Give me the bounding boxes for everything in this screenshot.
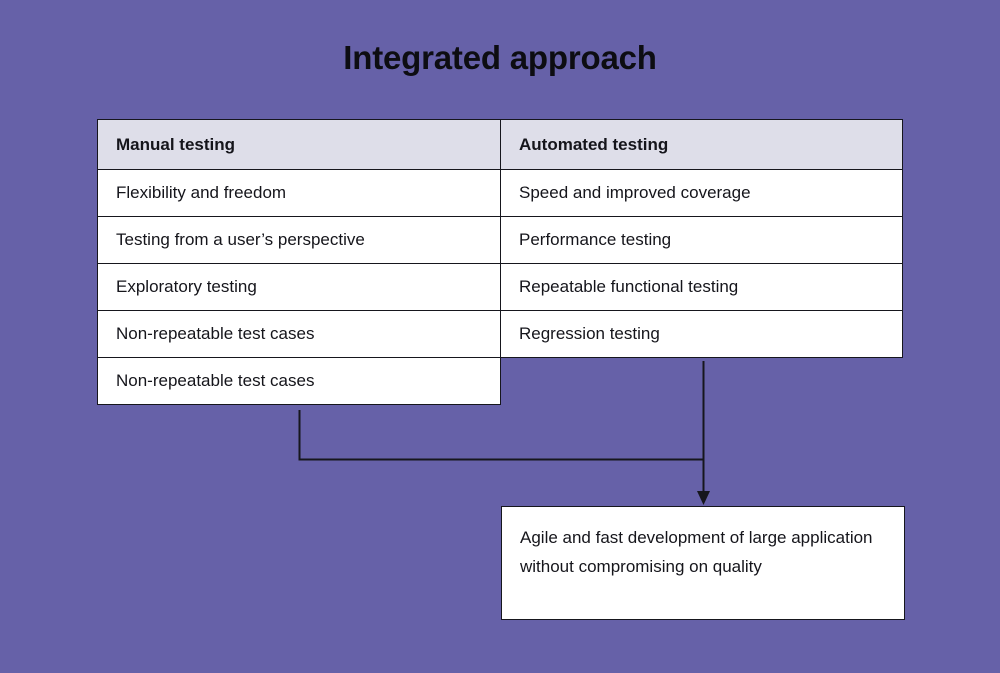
column-header-automated: Automated testing	[500, 119, 903, 170]
comparison-table: Manual testing Automated testing Flexibi…	[97, 119, 903, 405]
cell-manual-3: Exploratory testing	[97, 263, 501, 311]
table-row: Flexibility and freedom Speed and improv…	[97, 169, 903, 217]
table-row: Exploratory testing Repeatable functiona…	[97, 263, 903, 311]
table-row: Testing from a user’s perspective Perfor…	[97, 216, 903, 264]
cell-manual-5: Non-repeatable test cases	[97, 357, 501, 405]
manual-column-connector	[298, 410, 704, 461]
table-header-row: Manual testing Automated testing	[97, 119, 903, 170]
arrowhead-down-icon	[697, 491, 710, 505]
column-header-manual: Manual testing	[97, 119, 501, 170]
table-row: Non-repeatable test cases	[97, 357, 903, 405]
cell-automated-3: Repeatable functional testing	[500, 263, 903, 311]
cell-automated-2: Performance testing	[500, 216, 903, 264]
outcome-box: Agile and fast development of large appl…	[501, 506, 905, 620]
cell-automated-5-empty	[500, 357, 903, 405]
page-title: Integrated approach	[343, 39, 657, 76]
cell-automated-4: Regression testing	[500, 310, 903, 358]
cell-manual-2: Testing from a user’s perspective	[97, 216, 501, 264]
cell-automated-1: Speed and improved coverage	[500, 169, 903, 217]
cell-manual-4: Non-repeatable test cases	[97, 310, 501, 358]
table-row: Non-repeatable test cases Regression tes…	[97, 310, 903, 358]
cell-manual-1: Flexibility and freedom	[97, 169, 501, 217]
